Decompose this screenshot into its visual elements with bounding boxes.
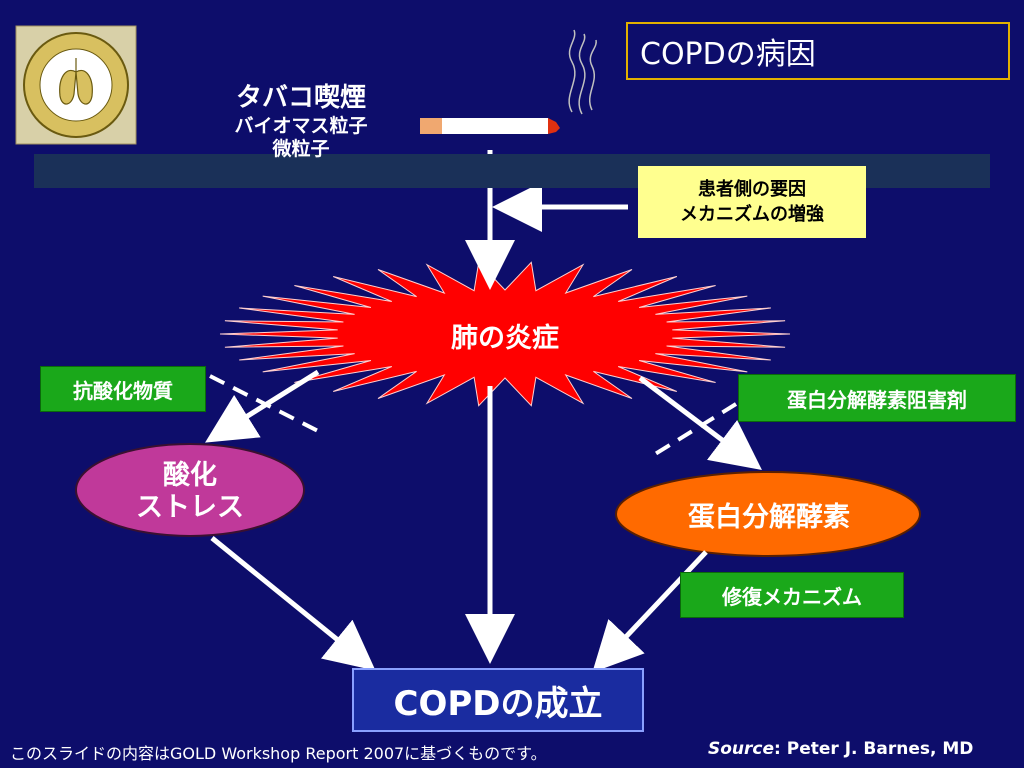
copd-outcome-box: COPDの成立	[352, 668, 644, 732]
particulates-label: 微粒子	[272, 138, 330, 161]
host-factors-line1: 患者側の要因	[698, 178, 806, 200]
arrow-inflammation-to-oxidative	[205, 369, 320, 443]
source-label: Source	[708, 739, 775, 759]
oxidative-stress-ellipse	[75, 443, 305, 537]
smoke-wisps	[568, 29, 597, 115]
biomass-particles-label: バイオマス粒子	[234, 114, 368, 137]
lung-inflammation-label: 肺の炎症	[451, 323, 559, 354]
antioxidants-box: 抗酸化物質	[40, 366, 206, 412]
arrow-proteinases-to-copd	[592, 550, 708, 673]
page-title: COPDの病因	[626, 22, 1010, 80]
arrow-oxidative-to-copd	[210, 536, 376, 671]
host-factors-line2: メカニズムの増強	[680, 204, 824, 225]
oxidative-stress-line1: 酸化	[163, 459, 217, 491]
footer-note: このスライドの内容はGOLD Workshop Report 2007に基づくも…	[10, 744, 547, 763]
cigarette-icon	[420, 118, 560, 134]
arrow-inflammation-to-proteinases	[638, 376, 762, 471]
footer-source: Source: Peter J. Barnes, MD	[708, 739, 973, 759]
oxidative-stress-line2: ストレス	[136, 492, 244, 523]
oxidative-stress-label: 酸化 ストレス	[76, 446, 304, 538]
antiprotease-inhibition-line	[650, 402, 738, 458]
host-factors-box: 患者側の要因 メカニズムの増強	[638, 166, 866, 238]
proteinases-ellipse	[615, 471, 921, 557]
antiproteases-box: 蛋白分解酵素阻害剤	[738, 374, 1016, 422]
source-name: : Peter J. Barnes, MD	[774, 739, 974, 759]
tobacco-smoking-label: タバコ喫煙	[235, 83, 366, 113]
proteinases-label: 蛋白分解酵素	[688, 501, 850, 533]
gold-logo	[15, 25, 137, 145]
inflammation-burst	[219, 261, 791, 407]
antioxidant-inhibition-line	[209, 374, 321, 434]
risk-factors-label: タバコ喫煙 バイオマス粒子 微粒子	[196, 82, 406, 162]
repair-mechanisms-box: 修復メカニズム	[680, 572, 904, 618]
